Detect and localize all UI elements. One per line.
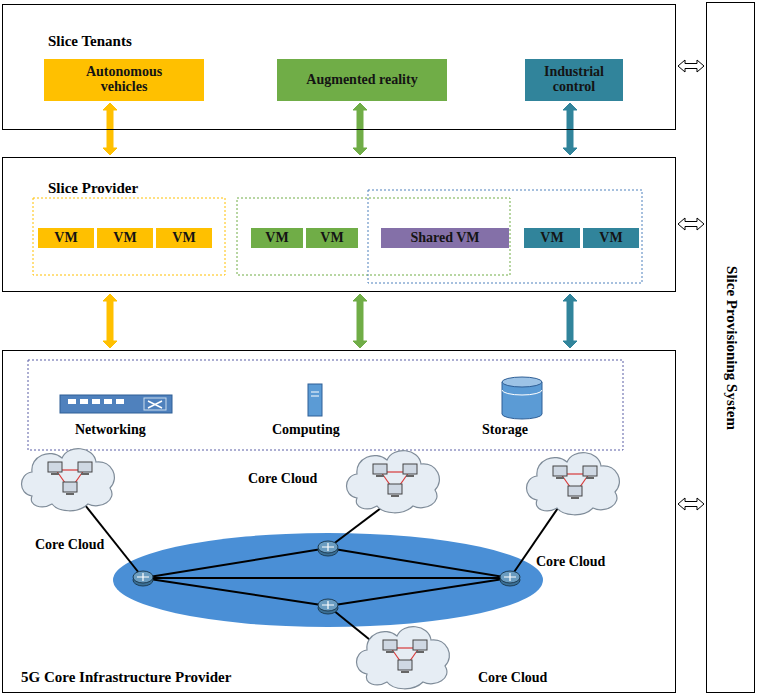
panel-title: Slice Tenants <box>48 33 132 50</box>
box-label: VM <box>540 231 563 246</box>
resource-box: VM <box>306 228 358 248</box>
switch-icon <box>60 395 172 413</box>
resource-box: VM <box>97 228 153 248</box>
box-label: Autonomous vehicles <box>67 65 182 94</box>
double-arrow <box>353 294 367 348</box>
resource-box: Industrial control <box>525 59 623 101</box>
resource-box: VM <box>583 228 639 248</box>
box-label: VM <box>113 231 136 246</box>
resource-box: Shared VM <box>381 228 509 248</box>
box-label: VM <box>320 231 343 246</box>
box-label: Augmented reality <box>306 73 417 88</box>
cloud-label: Core Cloud <box>248 471 317 487</box>
resource-label: Computing <box>272 422 340 438</box>
resource-label: Storage <box>482 422 528 438</box>
resource-box: VM <box>156 228 212 248</box>
box-label: VM <box>54 231 77 246</box>
cloud-label: Core Cloud <box>35 537 104 553</box>
layer-panel: Slice Provisioning System <box>706 2 755 693</box>
box-label: Industrial control <box>529 65 619 94</box>
panel-title: Slice Provisioning System <box>722 266 739 430</box>
double-arrow <box>353 103 367 155</box>
panel-title: 5G Core Infrastructure Provider <box>21 669 231 686</box>
hollow-double-arrow <box>678 60 704 72</box>
cloud-label: Core Cloud <box>478 670 547 686</box>
hollow-double-arrow <box>678 218 704 230</box>
cloud-label: Core Cloud <box>536 554 605 570</box>
layer-panel: Slice ProviderVM VM VM VM VM Shared VM VM VM <box>2 157 676 292</box>
resource-box: VM <box>524 228 580 248</box>
layer-panel: 5G Core Infrastructure Provider <box>2 350 676 693</box>
box-label: Shared VM <box>410 231 479 246</box>
resource-box: VM <box>251 228 303 248</box>
storage-icon <box>502 377 542 419</box>
server-icon <box>308 384 322 416</box>
core-network <box>22 449 620 689</box>
box-label: VM <box>172 231 195 246</box>
hollow-double-arrow <box>678 498 704 510</box>
double-arrow <box>563 103 577 155</box>
layer-panel: Slice TenantsAutonomous vehicles Augmente… <box>2 4 676 130</box>
double-arrow <box>103 294 117 348</box>
box-label: VM <box>265 231 288 246</box>
resource-box: VM <box>38 228 94 248</box>
resource-box: Augmented reality <box>277 59 447 101</box>
box-label: VM <box>599 231 622 246</box>
resource-box: Autonomous vehicles <box>44 59 204 101</box>
double-arrow <box>563 294 577 348</box>
panel-title: Slice Provider <box>48 180 138 197</box>
resource-label: Networking <box>75 422 146 438</box>
double-arrow <box>103 103 117 155</box>
